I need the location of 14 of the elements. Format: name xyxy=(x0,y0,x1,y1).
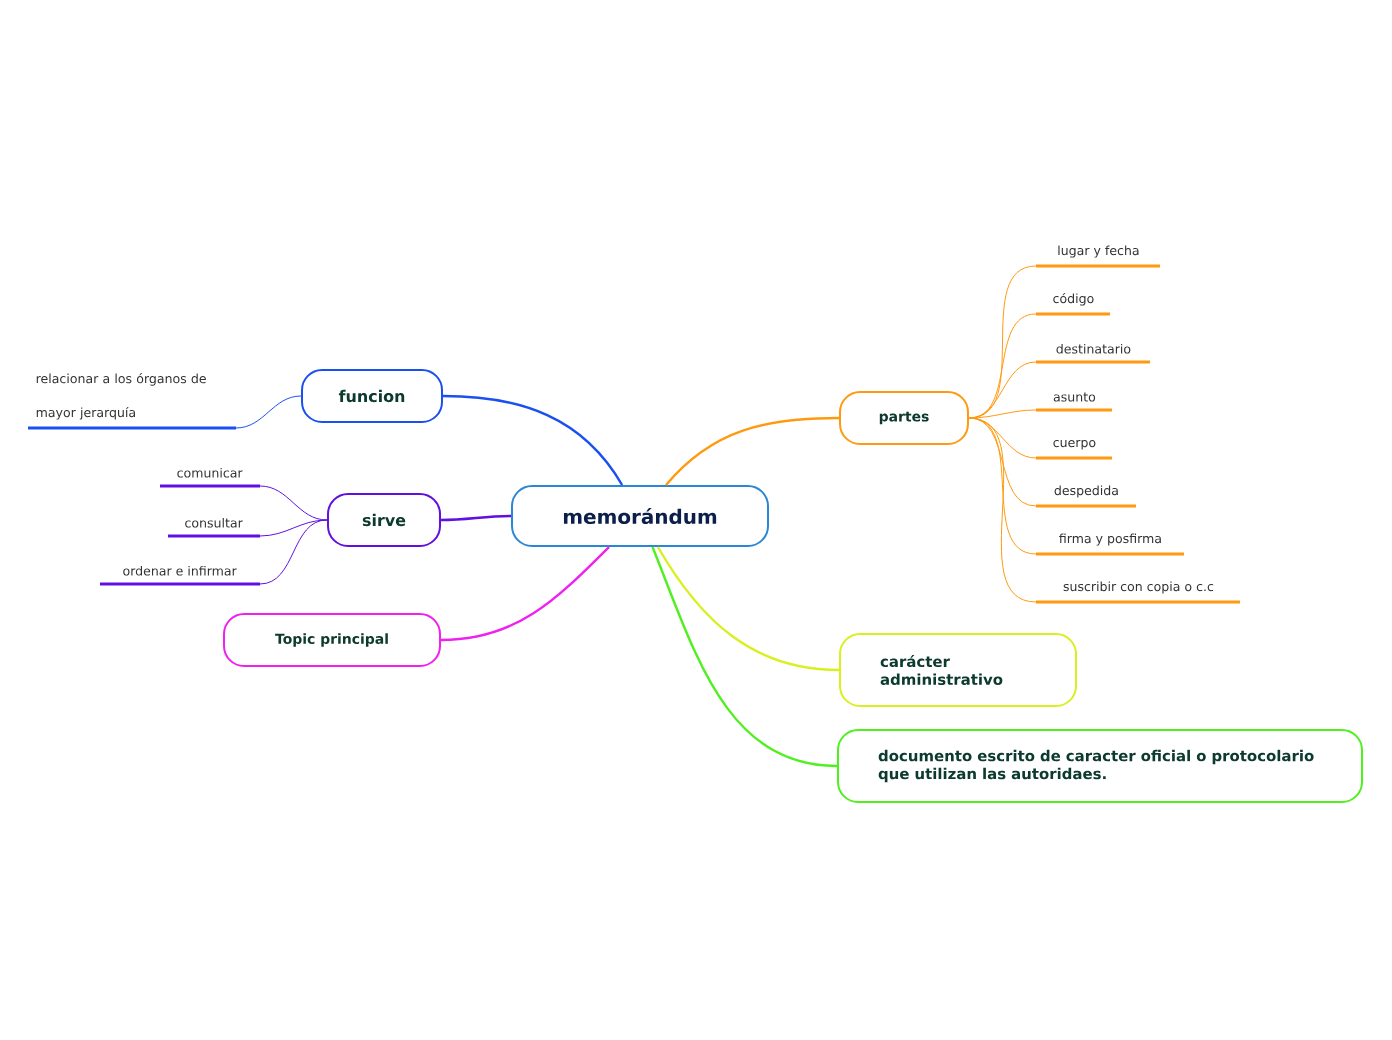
connector xyxy=(259,519,328,537)
connector xyxy=(235,395,302,429)
connector xyxy=(440,546,610,642)
topic-box: memorándum xyxy=(511,485,769,547)
connector xyxy=(968,417,1037,603)
connector xyxy=(651,546,838,768)
connector xyxy=(968,417,1037,555)
connector xyxy=(968,409,1037,419)
connector xyxy=(443,394,624,486)
connector xyxy=(259,519,328,585)
connector xyxy=(259,485,328,521)
connector xyxy=(441,514,512,522)
connector xyxy=(665,416,840,486)
connector xyxy=(656,546,840,672)
